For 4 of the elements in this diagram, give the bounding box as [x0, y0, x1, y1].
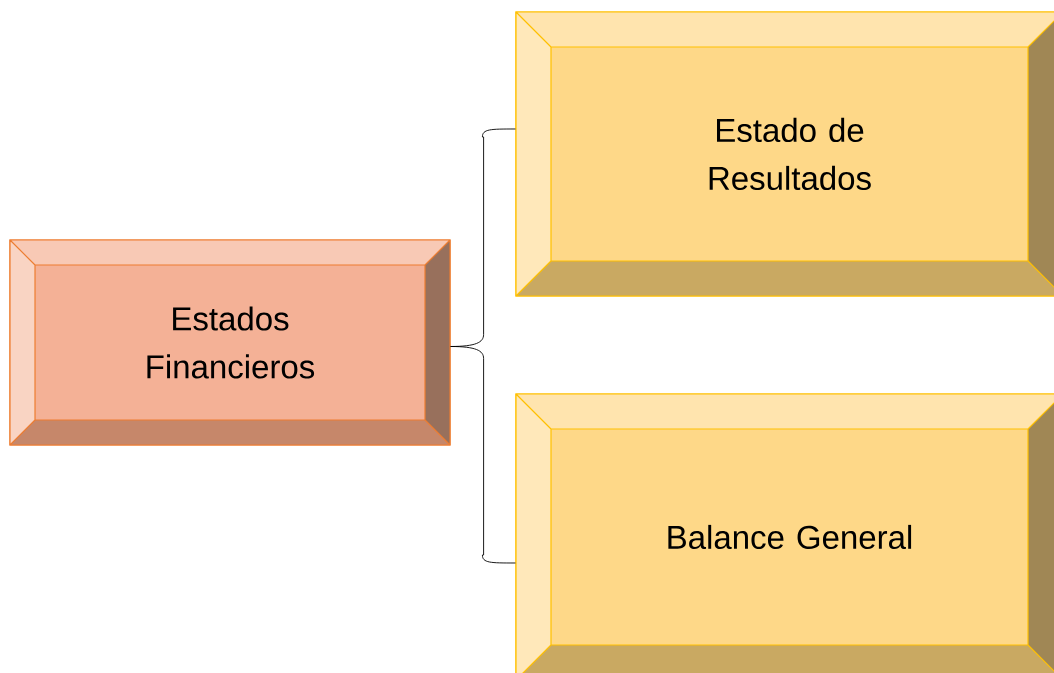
beveled-box: Balance General	[515, 393, 1054, 673]
beveled-box: Estados Financieros	[9, 239, 451, 446]
beveled-box: Estado de Resultados	[515, 11, 1054, 297]
brace-connector	[450, 346, 516, 564]
